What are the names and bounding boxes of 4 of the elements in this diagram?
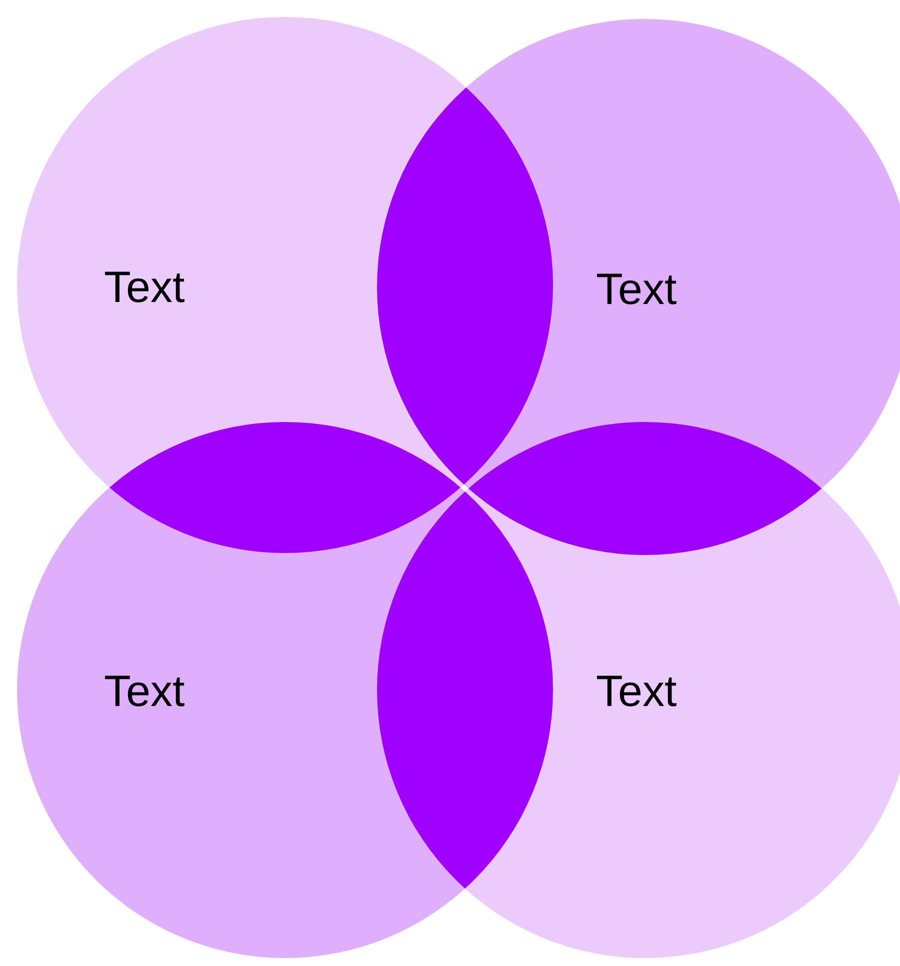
circle-label: Text [596,670,677,714]
circle-label: Text [104,266,185,310]
circle-label: Text [596,268,677,312]
circle-label: Text [104,670,185,714]
